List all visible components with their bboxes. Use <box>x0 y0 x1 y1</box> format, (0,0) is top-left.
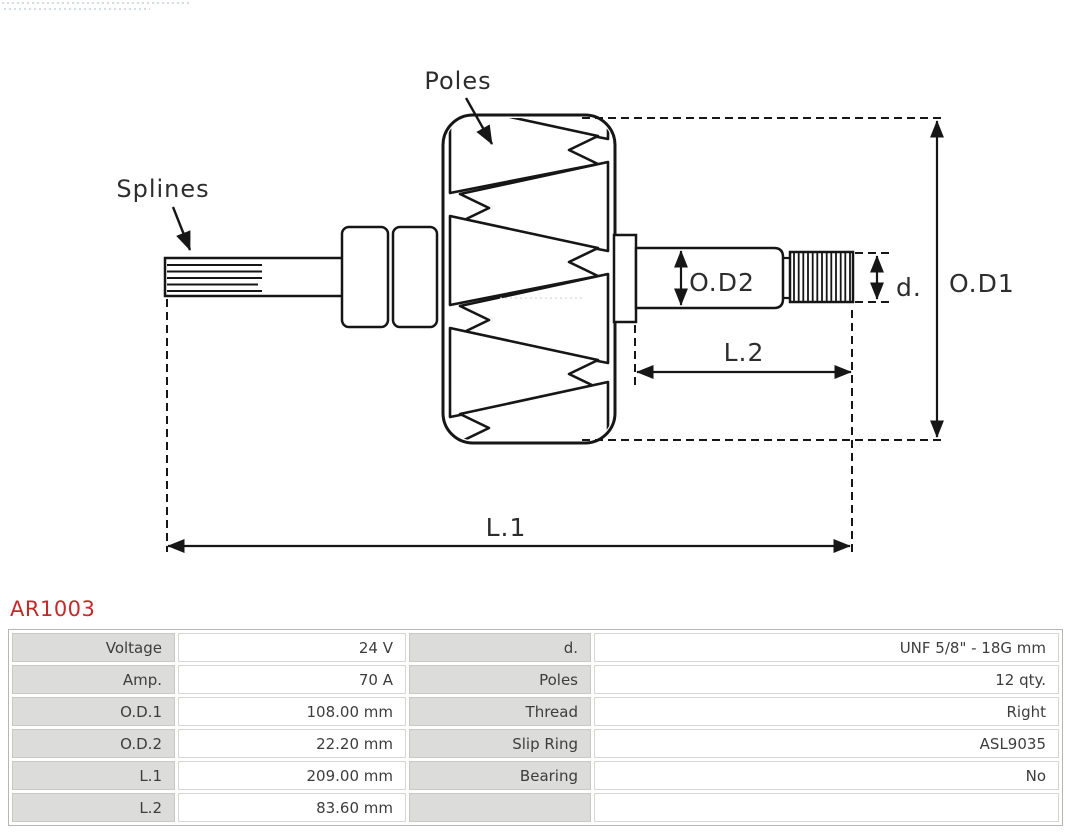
claw-pole <box>458 380 610 440</box>
spec-value: 70 A <box>178 665 406 694</box>
spline-lines <box>167 264 262 292</box>
rotor-diagram: Poles Splines O.D2 d. O.D1 L.2 L.1 <box>2 2 1015 554</box>
spec-value: 209.00 mm <box>178 761 406 790</box>
poles-arrow <box>464 97 494 145</box>
splines-arrow <box>171 206 192 251</box>
thread-section <box>788 250 855 304</box>
table-row: O.D.1 108.00 mm Thread Right <box>12 697 1059 726</box>
spec-label: O.D.1 <box>12 697 175 726</box>
splines-label: Splines <box>116 175 209 203</box>
slip-ring-block <box>612 233 638 324</box>
spec-label: Poles <box>409 665 591 694</box>
spec-label: L.1 <box>12 761 175 790</box>
l2-label: L.2 <box>724 338 765 367</box>
od1-label: O.D1 <box>949 269 1015 298</box>
spline-shaft <box>163 256 347 298</box>
spec-value: UNF 5/8" - 18G mm <box>594 633 1059 662</box>
spec-label: Thread <box>409 697 591 726</box>
spec-label: Amp. <box>12 665 175 694</box>
collar-block-1 <box>340 225 390 329</box>
spec-value: 12 qty. <box>594 665 1059 694</box>
spec-value: 108.00 mm <box>178 697 406 726</box>
dimension-lines <box>167 120 945 554</box>
table-row: O.D.2 22.20 mm Slip Ring ASL9035 <box>12 729 1059 758</box>
table-row: Voltage 24 V d. UNF 5/8" - 18G mm <box>12 633 1059 662</box>
spec-label: d. <box>409 633 591 662</box>
spec-table: Voltage 24 V d. UNF 5/8" - 18G mm Amp. 7… <box>8 629 1063 826</box>
spec-label: O.D.2 <box>12 729 175 758</box>
spec-value: No <box>594 761 1059 790</box>
spec-label: Slip Ring <box>409 729 591 758</box>
spec-value <box>594 793 1059 822</box>
l1-label: L.1 <box>486 513 527 542</box>
spec-label <box>409 793 591 822</box>
spec-value: 24 V <box>178 633 406 662</box>
thread-hatch <box>793 253 851 301</box>
spec-label: L.2 <box>12 793 175 822</box>
d-label: d. <box>896 273 922 302</box>
spec-value: 83.60 mm <box>178 793 406 822</box>
collar-block-2 <box>391 225 439 329</box>
od2-label: O.D2 <box>689 268 755 297</box>
table-row: Amp. 70 A Poles 12 qty. <box>12 665 1059 694</box>
aspl-watermark <box>2 2 190 10</box>
spec-value: ASL9035 <box>594 729 1059 758</box>
dashed-guides <box>166 117 941 552</box>
spec-value: 22.20 mm <box>178 729 406 758</box>
spec-value: Right <box>594 697 1059 726</box>
part-number: AR1003 <box>10 597 96 621</box>
spec-label: Bearing <box>409 761 591 790</box>
claw-pole <box>448 214 600 307</box>
spec-label: Voltage <box>12 633 175 662</box>
table-row: L.2 83.60 mm <box>12 793 1059 822</box>
table-row: L.1 209.00 mm Bearing No <box>12 761 1059 790</box>
poles-label: Poles <box>424 67 491 95</box>
